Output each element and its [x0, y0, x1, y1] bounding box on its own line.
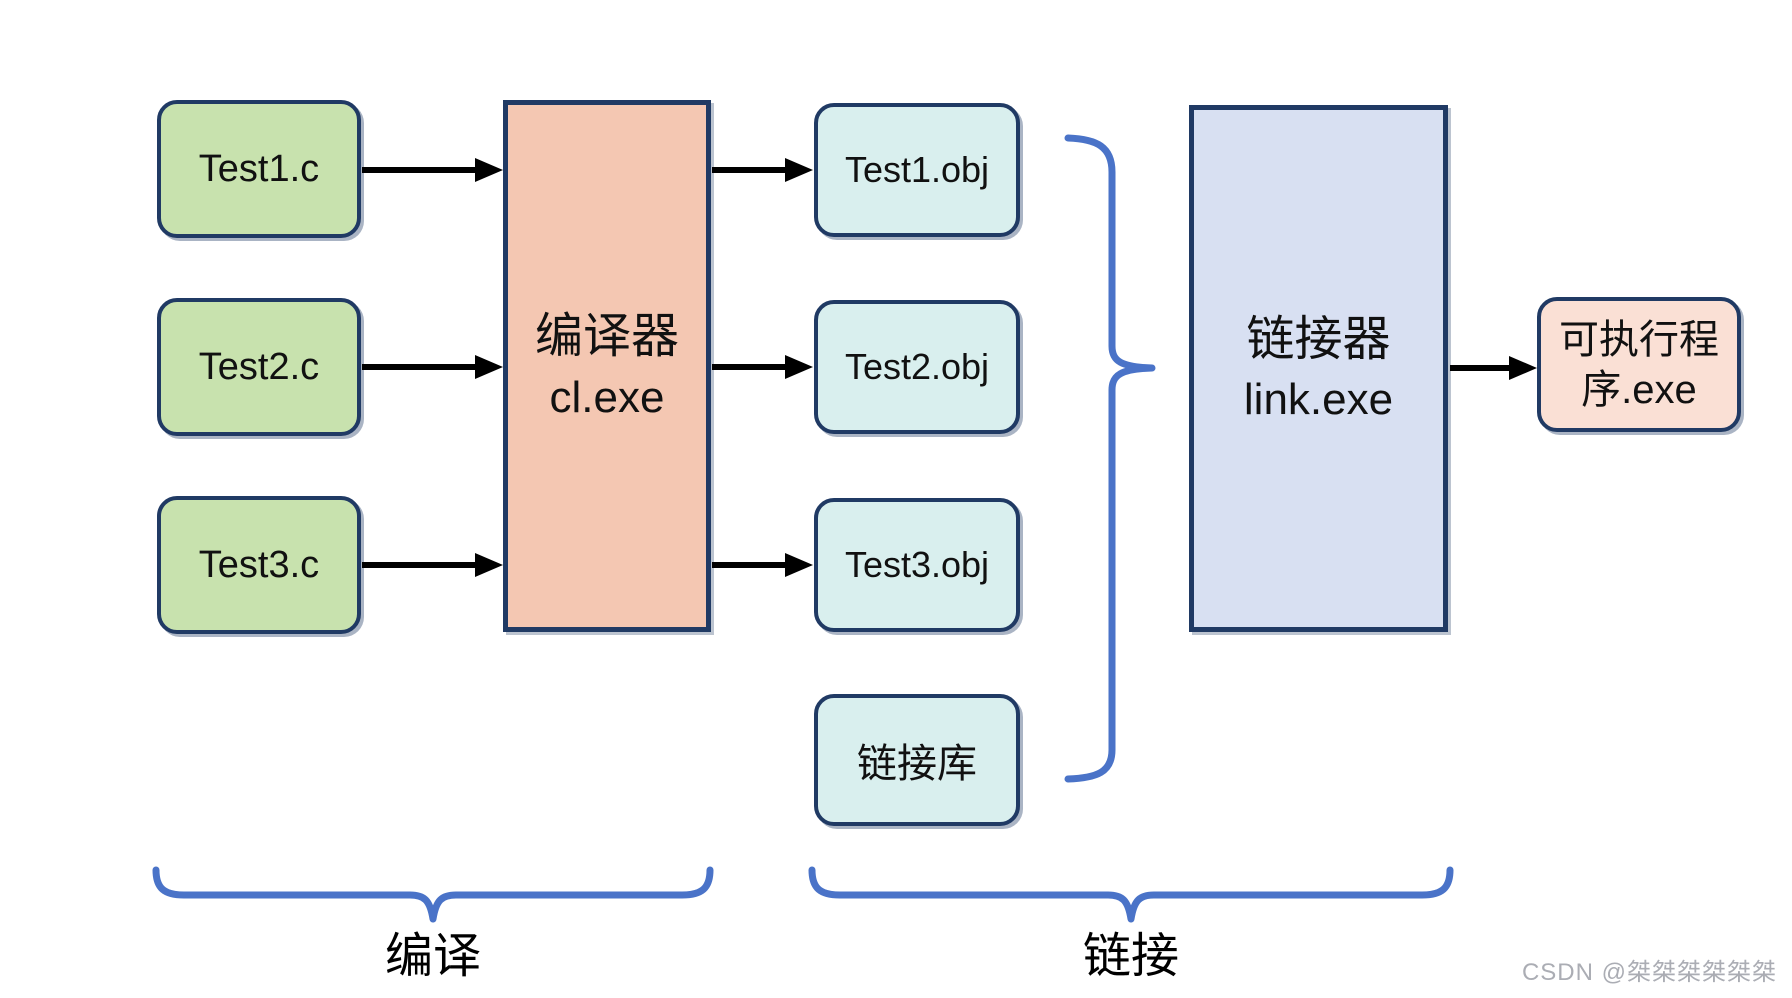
- source-file-label: Test1.c: [198, 147, 320, 190]
- executable-box: 可执行程 序.exe: [1537, 297, 1741, 432]
- object-file-box-test1obj: Test1.obj: [814, 103, 1020, 237]
- arrow-test2c-to-compiler: [362, 355, 503, 379]
- source-file-label: Test3.c: [198, 543, 320, 586]
- object-file-box-test3obj: Test3.obj: [814, 498, 1020, 632]
- link-stage-brace: [808, 866, 1454, 923]
- arrow-compiler-to-test1obj: [712, 158, 813, 182]
- library-box: 链接库: [814, 694, 1020, 826]
- compile-stage-label: 编译: [384, 930, 481, 983]
- library-label: 链接库: [857, 742, 977, 786]
- compiler-exe-label: cl.exe: [549, 372, 665, 422]
- source-file-label: Test2.c: [198, 345, 320, 388]
- source-file-box-test2c: Test2.c: [157, 298, 361, 436]
- executable-label-line2: 序.exe: [1581, 367, 1697, 412]
- compiler-name-label: 编译器: [534, 310, 679, 364]
- link-stage-label: 链接: [1082, 930, 1179, 983]
- linker-box: 链接器 link.exe: [1189, 105, 1448, 632]
- source-file-box-test1c: Test1.c: [157, 100, 361, 238]
- arrow-compiler-to-test2obj: [712, 355, 813, 379]
- object-file-label: Test3.obj: [844, 544, 990, 585]
- arrow-linker-to-executable: [1450, 356, 1537, 380]
- object-file-box-test2obj: Test2.obj: [814, 300, 1020, 434]
- source-file-box-test3c: Test3.c: [157, 496, 361, 634]
- linker-name-label: 链接器: [1246, 312, 1391, 366]
- linker-exe-label: link.exe: [1243, 375, 1394, 425]
- arrow-test3c-to-compiler: [362, 553, 503, 577]
- object-file-label: Test1.obj: [844, 149, 990, 190]
- arrow-compiler-to-test3obj: [712, 553, 813, 577]
- csdn-watermark: CSDN @桀桀桀桀桀桀: [1521, 959, 1777, 986]
- compile-stage-brace: [152, 866, 714, 923]
- arrow-test1c-to-compiler: [362, 158, 503, 182]
- object-file-label: Test2.obj: [844, 346, 990, 387]
- executable-label-line1: 可执行程: [1559, 317, 1719, 362]
- compiler-box: 编译器 cl.exe: [503, 100, 711, 632]
- object-group-brace: [1064, 134, 1156, 783]
